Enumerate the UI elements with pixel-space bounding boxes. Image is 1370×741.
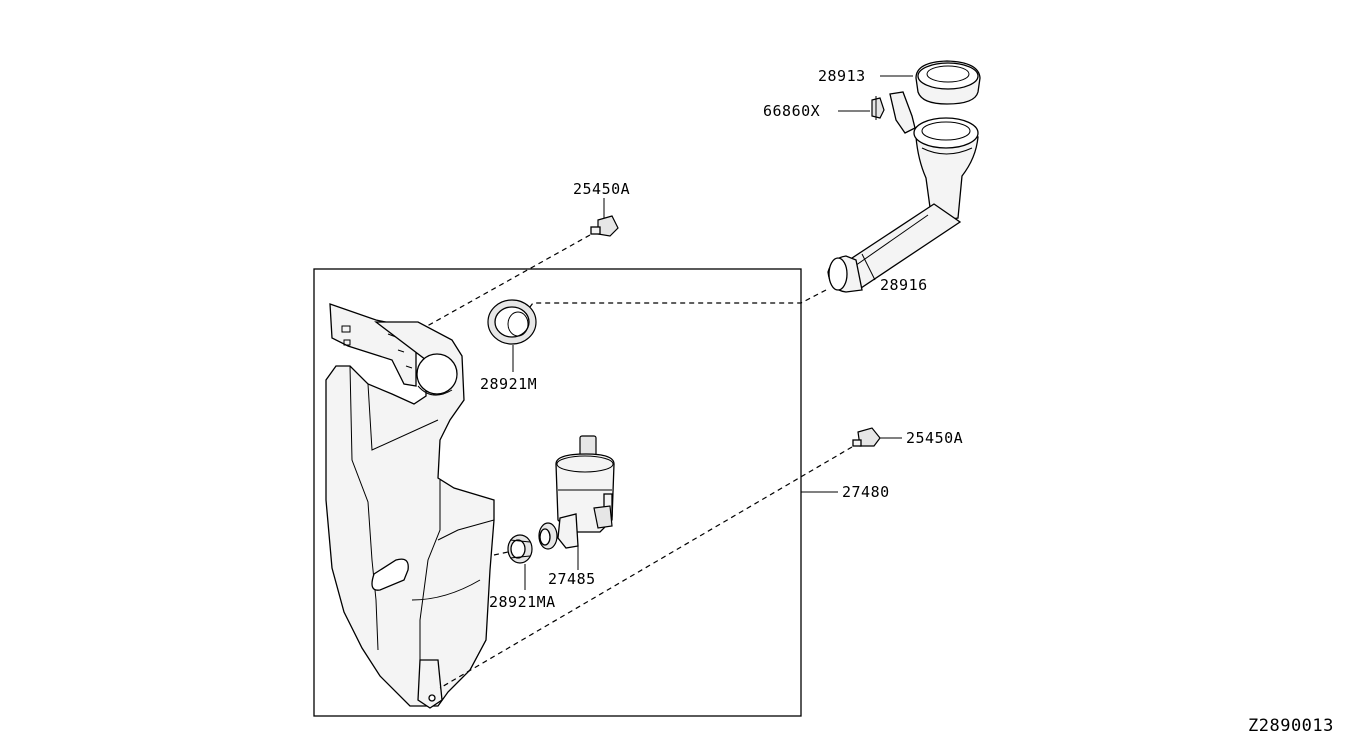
dashed-line-bolt-right	[439, 446, 853, 689]
diagram-id: Z2890013	[1248, 716, 1334, 736]
leader-pipe	[861, 253, 876, 281]
bolt-top[interactable]	[590, 215, 619, 237]
washer-tank[interactable]	[325, 303, 495, 709]
grommet-top[interactable]	[487, 299, 537, 345]
label-28913: 28913	[818, 67, 866, 85]
label-28916: 28916	[880, 276, 928, 294]
label-25450a-right: 25450A	[906, 429, 963, 447]
grommet-pump[interactable]	[507, 534, 533, 564]
dashed-line-bolt-top	[419, 234, 591, 331]
label-28921ma: 28921MA	[489, 593, 556, 611]
bolt-right[interactable]	[852, 427, 881, 447]
dashed-line-pump	[493, 551, 509, 556]
clip-part[interactable]	[871, 96, 885, 120]
label-27485: 27485	[548, 570, 596, 588]
label-66860x: 66860X	[763, 102, 820, 120]
label-27480: 27480	[842, 483, 890, 501]
label-25450a-top: 25450A	[573, 180, 630, 198]
dashed-line-pipe	[519, 289, 827, 321]
filler-pipe[interactable]	[827, 91, 979, 293]
filler-cap[interactable]	[915, 60, 981, 105]
washer-pump[interactable]	[538, 435, 615, 550]
label-28921m: 28921M	[480, 375, 537, 393]
